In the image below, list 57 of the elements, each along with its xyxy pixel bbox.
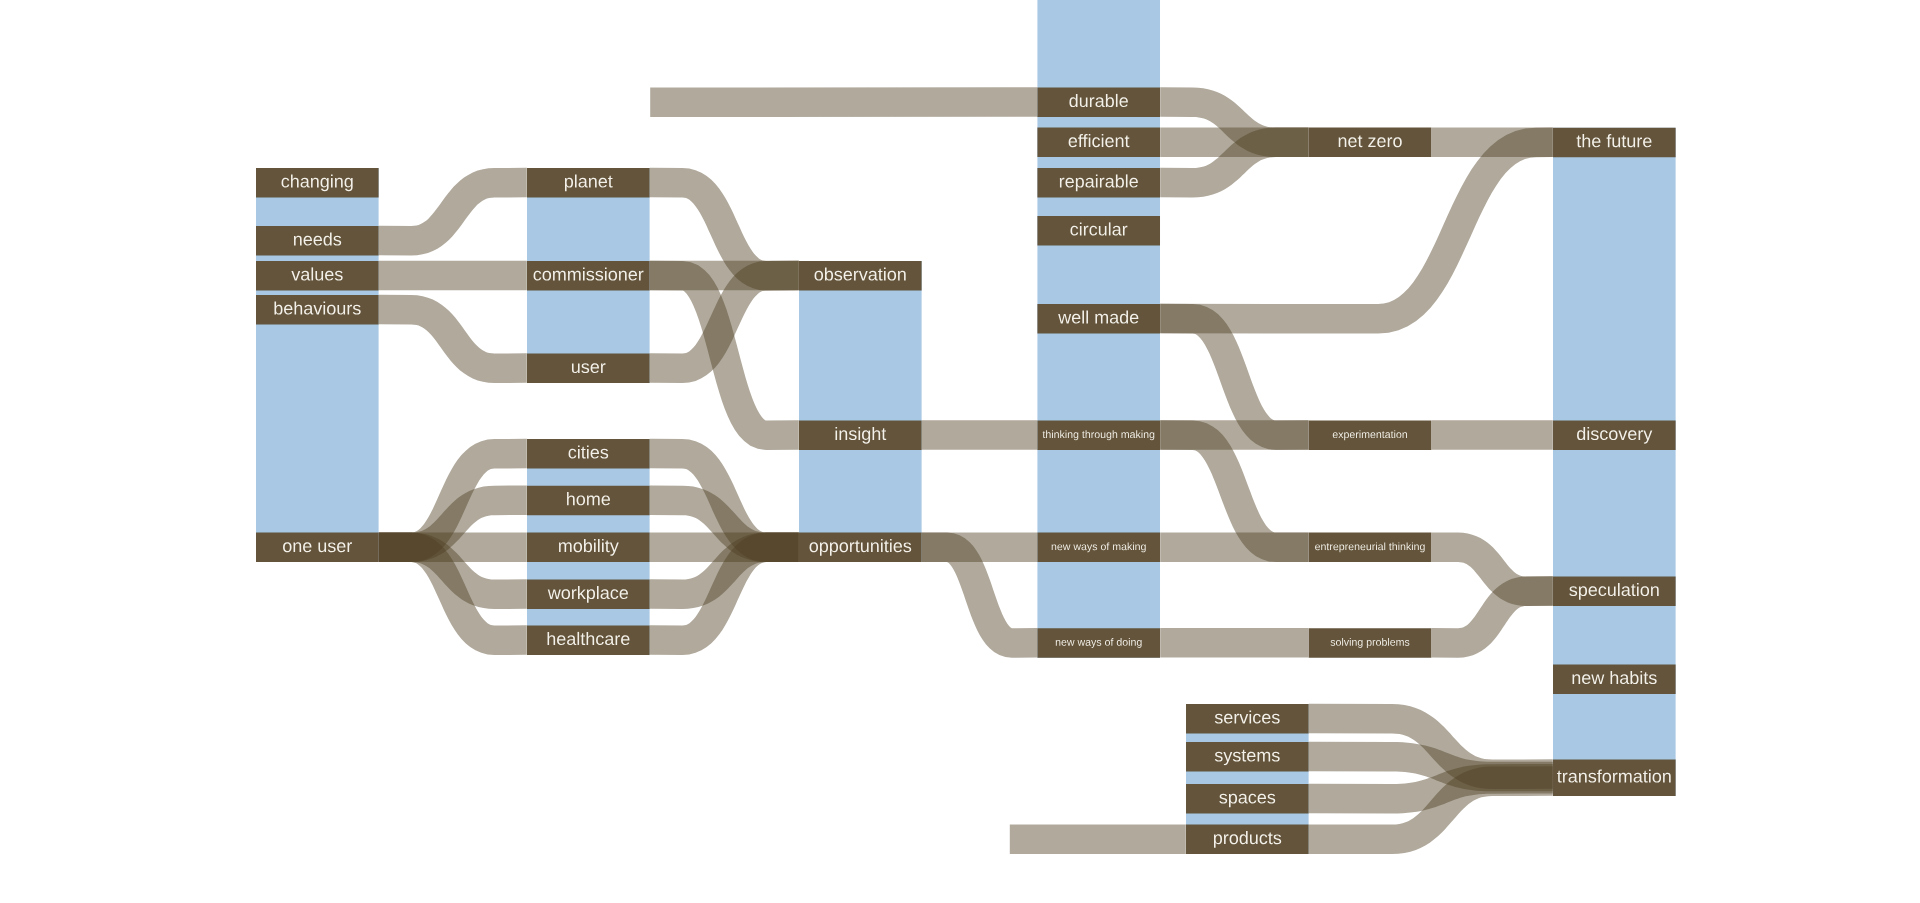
category-box: spaces	[1186, 784, 1309, 814]
flow-ribbon	[1160, 628, 1309, 658]
category-box: speculation	[1553, 576, 1676, 606]
flow-ribbon	[649, 260, 799, 450]
category-box: user	[527, 353, 650, 383]
flow-ribbon	[1009, 824, 1186, 855]
category-box: efficient	[1037, 127, 1160, 158]
flow-ribbon	[1160, 127, 1309, 198]
flow-ribbon	[1431, 576, 1553, 658]
category-box: cities	[527, 439, 650, 469]
flow-ribbon	[921, 532, 1038, 658]
flow-ribbon	[1308, 766, 1553, 855]
category-box: workplace	[527, 579, 650, 609]
category-box: insight	[799, 420, 922, 450]
flow-ribbon	[378, 532, 527, 655]
category-box: new ways of making	[1037, 532, 1160, 563]
category-box: one user	[256, 532, 379, 563]
category-box: circular	[1037, 216, 1160, 246]
category-box: healthcare	[527, 625, 650, 655]
flow-ribbon	[921, 420, 1038, 450]
category-box: new ways of doing	[1037, 628, 1160, 658]
flow-ribbon	[1308, 764, 1553, 814]
category-box: new habits	[1553, 664, 1676, 694]
category-box: repairable	[1037, 168, 1160, 198]
flow-ribbon	[649, 260, 799, 383]
category-box: the future	[1553, 127, 1676, 158]
category-box: transformation	[1553, 759, 1676, 796]
flow-ribbon	[378, 294, 527, 383]
category-box: experimentation	[1308, 420, 1432, 450]
flow-ribbon	[1160, 532, 1309, 562]
category-box: durable	[1037, 87, 1160, 117]
category-box: changing	[256, 168, 379, 198]
category-box: thinking through making	[1037, 420, 1160, 450]
category-box: discovery	[1553, 420, 1676, 450]
category-box: services	[1186, 704, 1309, 734]
category-box: well made	[1037, 304, 1160, 334]
category-box: home	[527, 485, 650, 516]
flow-ribbon	[650, 87, 1038, 117]
flow-ribbon	[649, 532, 799, 655]
node-label: transformation	[1557, 769, 1671, 783]
category-box: mobility	[527, 532, 650, 563]
flow-ribbon	[378, 167, 527, 256]
category-box: values	[256, 261, 379, 291]
flow-ribbon	[1431, 127, 1553, 157]
category-box: behaviours	[256, 295, 379, 325]
category-box: needs	[256, 226, 379, 256]
flow-ribbon	[1431, 420, 1553, 450]
category-box: net zero	[1308, 127, 1432, 158]
category-box: products	[1186, 824, 1309, 855]
category-box: commissioner	[527, 261, 650, 291]
category-box: entrepreneurial thinking	[1308, 532, 1432, 563]
category-box: systems	[1186, 742, 1309, 772]
flow-ribbon	[378, 260, 527, 291]
category-box: solving problems	[1308, 628, 1432, 658]
category-box: planet	[527, 168, 650, 198]
category-box: observation	[799, 261, 922, 291]
category-box: opportunities	[799, 532, 922, 563]
